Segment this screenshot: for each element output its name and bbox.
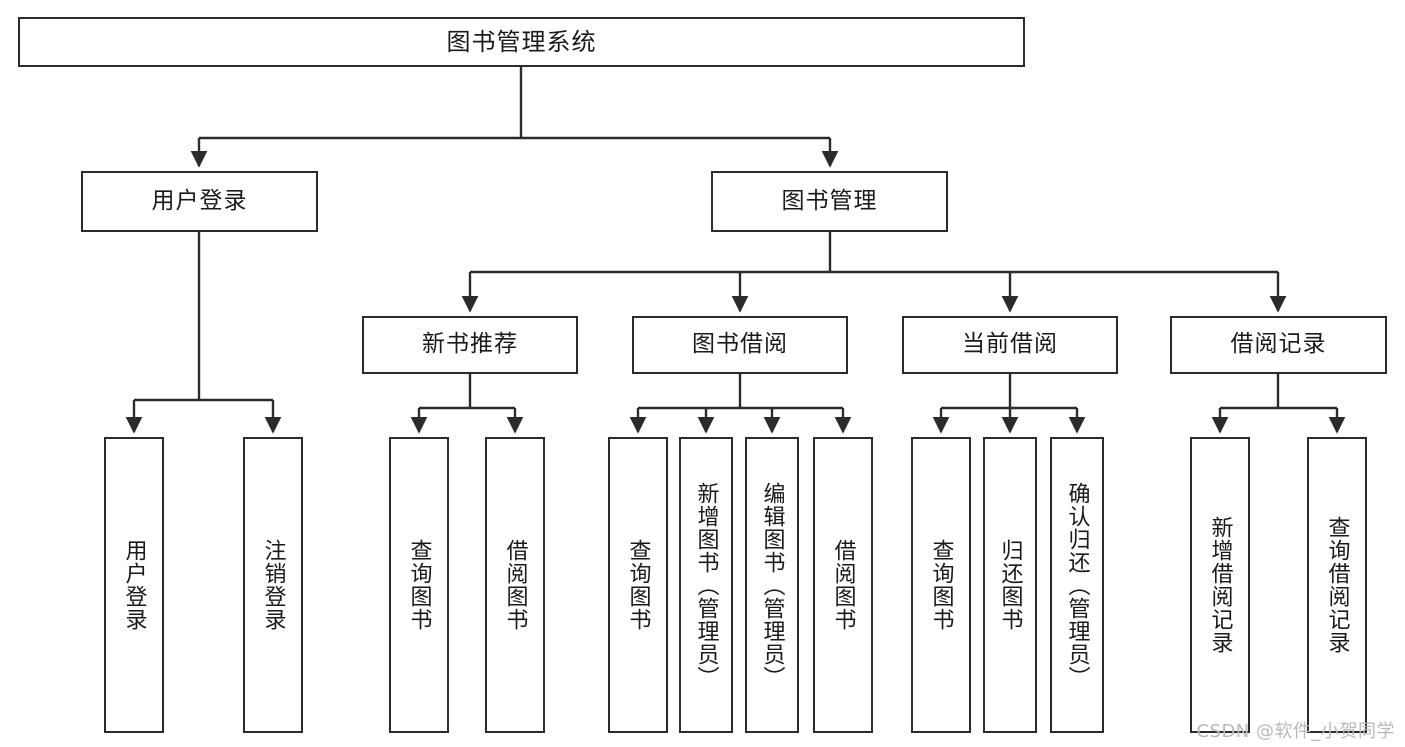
node-book-borrow-label: 图书借阅 bbox=[692, 331, 788, 358]
node-leaf-borrow-book-1[interactable]: 借阅图书 bbox=[485, 437, 545, 733]
node-borrow-record-label: 借阅记录 bbox=[1230, 331, 1327, 358]
node-leaf-query-book-3[interactable]: 查询图书 bbox=[911, 437, 971, 733]
node-leaf-add-borrow-record-label: 新增借阅记录 bbox=[1207, 516, 1233, 654]
node-leaf-user-login-label: 用户登录 bbox=[121, 539, 147, 631]
node-leaf-query-borrow-record[interactable]: 查询借阅记录 bbox=[1307, 437, 1367, 733]
node-leaf-borrow-book-2-label: 借阅图书 bbox=[830, 539, 856, 631]
node-leaf-query-book-2-label: 查询图书 bbox=[625, 539, 651, 631]
node-user-login-label: 用户登录 bbox=[151, 187, 248, 214]
node-leaf-borrow-book-1-label: 借阅图书 bbox=[502, 539, 528, 631]
node-leaf-edit-book-label: 编辑图书（管理员） bbox=[759, 481, 785, 689]
node-leaf-borrow-book-2[interactable]: 借阅图书 bbox=[813, 437, 873, 733]
node-book-manage[interactable]: 图书管理 bbox=[711, 171, 948, 232]
node-current-borrow[interactable]: 当前借阅 bbox=[902, 316, 1118, 374]
node-book-borrow[interactable]: 图书借阅 bbox=[632, 316, 848, 374]
node-leaf-query-book-1[interactable]: 查询图书 bbox=[389, 437, 449, 733]
node-leaf-confirm-return-label: 确认归还（管理员） bbox=[1064, 481, 1090, 689]
node-leaf-query-book-3-label: 查询图书 bbox=[928, 539, 954, 631]
node-leaf-confirm-return[interactable]: 确认归还（管理员） bbox=[1050, 437, 1104, 733]
node-leaf-return-book[interactable]: 归还图书 bbox=[983, 437, 1037, 733]
node-current-borrow-label: 当前借阅 bbox=[962, 331, 1058, 358]
node-leaf-user-login[interactable]: 用户登录 bbox=[104, 437, 164, 733]
node-leaf-add-book[interactable]: 新增图书（管理员） bbox=[679, 437, 733, 733]
node-book-manage-label: 图书管理 bbox=[781, 187, 878, 214]
node-root-label: 图书管理系统 bbox=[446, 27, 597, 56]
node-new-book-recommend[interactable]: 新书推荐 bbox=[362, 316, 578, 374]
node-leaf-add-book-label: 新增图书（管理员） bbox=[693, 481, 719, 689]
node-user-login[interactable]: 用户登录 bbox=[81, 171, 318, 232]
node-leaf-user-logout-label: 注销登录 bbox=[260, 539, 286, 631]
node-leaf-query-book-1-label: 查询图书 bbox=[406, 539, 432, 631]
node-leaf-edit-book[interactable]: 编辑图书（管理员） bbox=[745, 437, 799, 733]
node-leaf-query-book-2[interactable]: 查询图书 bbox=[608, 437, 668, 733]
node-leaf-add-borrow-record[interactable]: 新增借阅记录 bbox=[1190, 437, 1250, 733]
node-root[interactable]: 图书管理系统 bbox=[18, 17, 1025, 67]
node-leaf-query-borrow-record-label: 查询借阅记录 bbox=[1324, 516, 1350, 654]
node-leaf-return-book-label: 归还图书 bbox=[997, 539, 1023, 631]
node-borrow-record[interactable]: 借阅记录 bbox=[1170, 316, 1387, 374]
node-new-book-recommend-label: 新书推荐 bbox=[422, 331, 518, 358]
node-leaf-user-logout[interactable]: 注销登录 bbox=[243, 437, 303, 733]
